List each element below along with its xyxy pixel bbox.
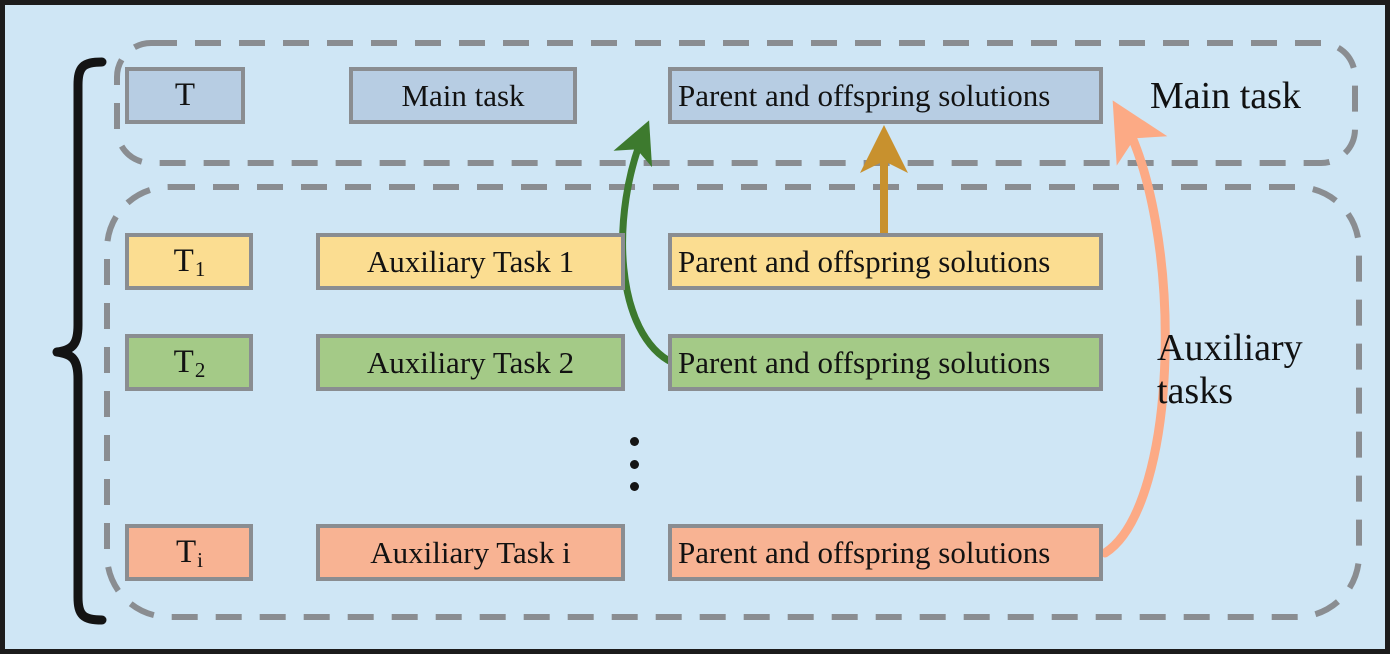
group-label-auxiliary-tasks: Auxiliary tasks xyxy=(1157,327,1303,412)
task-tag-subscript: 1 xyxy=(194,257,206,281)
task-name-aux-2[interactable]: Auxiliary Task 2 xyxy=(316,334,625,391)
task-tag-subscript: i xyxy=(197,548,203,572)
task-tag-label: T xyxy=(173,344,194,380)
task-tag-label: T xyxy=(173,243,194,279)
solutions-box-aux-i[interactable]: Parent and offspring solutions xyxy=(668,524,1103,581)
task-name-aux-i[interactable]: Auxiliary Task i xyxy=(316,524,625,581)
solutions-box-aux-2[interactable]: Parent and offspring solutions xyxy=(668,334,1103,391)
task-tag-subscript: 2 xyxy=(194,358,206,382)
task-tag-label: T xyxy=(175,534,197,570)
green-transfer-arrow xyxy=(613,120,677,367)
task-tag-label: T xyxy=(174,77,196,113)
vertical-ellipsis-icon xyxy=(630,437,639,491)
ellipsis-dot xyxy=(630,437,639,446)
solutions-box-main[interactable]: Parent and offspring solutions xyxy=(668,67,1103,124)
ellipsis-dot xyxy=(630,482,639,491)
task-name-main[interactable]: Main task xyxy=(349,67,577,124)
left-brace xyxy=(52,57,107,625)
task-tag-main[interactable]: T xyxy=(125,67,245,124)
solutions-box-aux-1[interactable]: Parent and offspring solutions xyxy=(668,233,1103,290)
task-name-aux-1[interactable]: Auxiliary Task 1 xyxy=(316,233,625,290)
group-label-main-task: Main task xyxy=(1150,75,1301,117)
ellipsis-dot xyxy=(630,459,639,469)
